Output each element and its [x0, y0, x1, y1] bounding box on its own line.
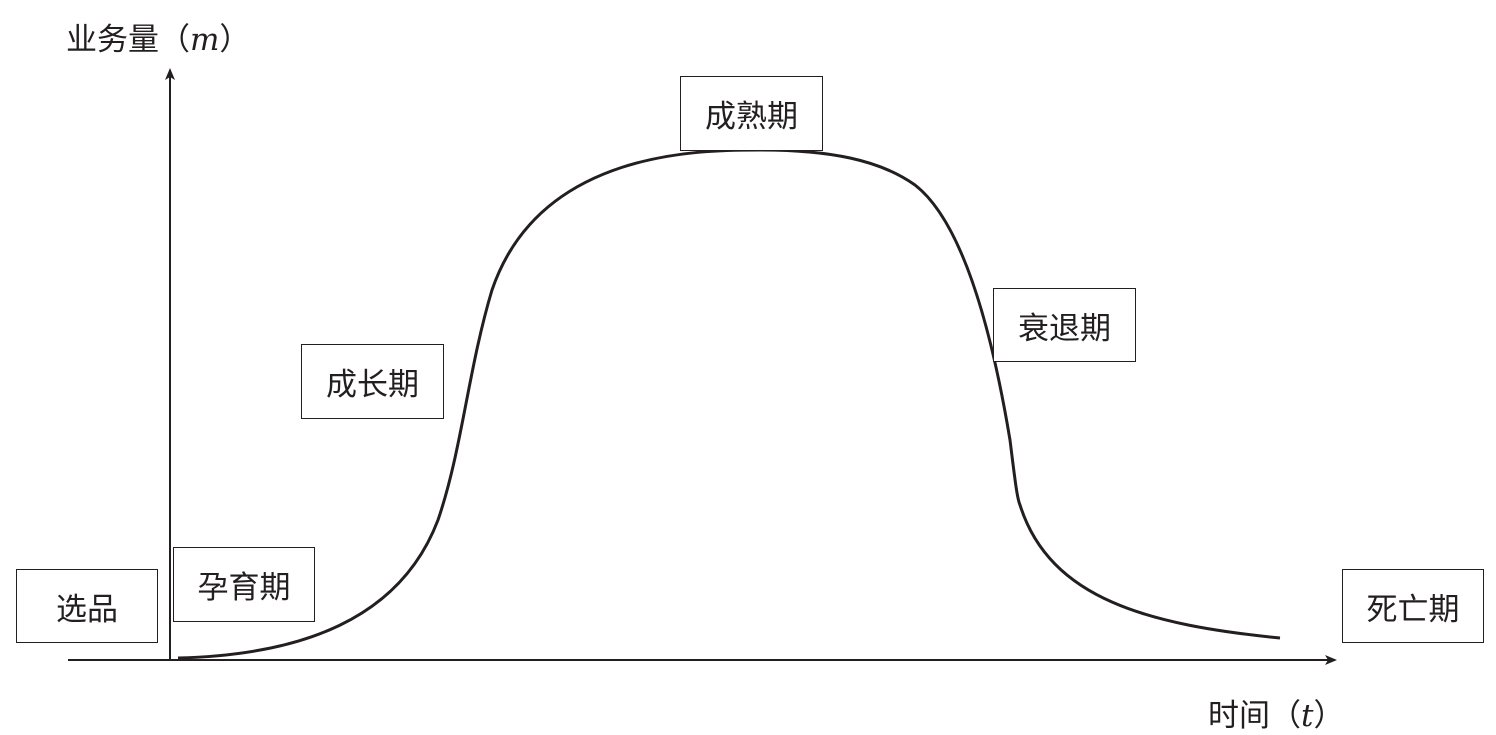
y-axis-variable: m [190, 22, 220, 58]
y-axis-label: 业务量（m） [66, 14, 250, 59]
x-axis-label: 时间（t） [1208, 690, 1344, 735]
stage-growth: 成长期 [301, 344, 444, 419]
x-axis-label-close: ） [1313, 698, 1345, 734]
y-axis-label-close: ） [219, 22, 251, 58]
stage-death: 死亡期 [1342, 569, 1484, 643]
x-axis-label-text: 时间（ [1208, 698, 1301, 734]
y-axis-label-text: 业务量（ [66, 22, 190, 58]
stage-incubation: 孕育期 [173, 547, 315, 622]
stage-maturity: 成熟期 [680, 76, 823, 151]
stage-decline: 衰退期 [993, 288, 1136, 362]
x-axis-variable: t [1301, 698, 1314, 734]
stage-selection: 选品 [16, 569, 158, 643]
